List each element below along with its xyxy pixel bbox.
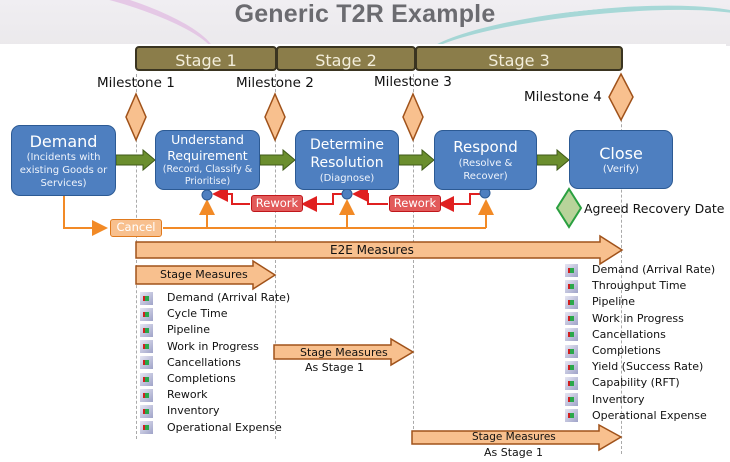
list-item: Demand (Arrival Rate) bbox=[565, 262, 715, 278]
header-background bbox=[0, 0, 730, 97]
e2e-measures-list: Demand (Arrival Rate) Throughput Time Pi… bbox=[565, 262, 715, 424]
measure-bullet-icon bbox=[565, 409, 578, 423]
cancel-label: Cancel bbox=[110, 219, 162, 237]
stage-2-measures-arrow bbox=[273, 337, 415, 367]
list-item: Inventory bbox=[565, 392, 715, 408]
page-title: Generic T2R Example bbox=[234, 0, 496, 28]
measure-bullet-icon bbox=[565, 360, 578, 374]
list-item: Work in Progress bbox=[140, 339, 290, 355]
measure-bullet-icon bbox=[565, 328, 578, 342]
measure-bullet-icon bbox=[140, 421, 153, 435]
measure-bullet-icon bbox=[565, 312, 578, 326]
agreed-recovery-diamond bbox=[555, 187, 583, 229]
list-item: Pipeline bbox=[140, 322, 290, 338]
rework-label: Rework bbox=[389, 195, 441, 212]
list-item: Rework bbox=[140, 387, 290, 403]
measure-bullet-icon bbox=[140, 291, 153, 305]
step-title: Determine Resolution bbox=[309, 136, 385, 171]
stage-2-measures-note: As Stage 1 bbox=[305, 361, 365, 374]
step-title: Understand Requirement bbox=[167, 132, 248, 163]
connector-dot bbox=[201, 189, 213, 201]
list-item: Work in Progress bbox=[565, 311, 715, 327]
list-item: Completions bbox=[565, 343, 715, 359]
list-item: Inventory bbox=[140, 403, 290, 419]
measure-bullet-icon bbox=[140, 340, 153, 354]
stage-3-header: Stage 3 bbox=[415, 46, 623, 71]
flow-arrow bbox=[536, 148, 570, 172]
list-item: Pipeline bbox=[565, 294, 715, 310]
list-item: Yield (Success Rate) bbox=[565, 359, 715, 375]
step-subtitle: (Resolve & Recover) bbox=[458, 157, 513, 182]
stage-3-measures-label: Stage Measures bbox=[472, 431, 556, 443]
step-title: Demand bbox=[29, 131, 98, 151]
flow-arrow bbox=[115, 148, 156, 172]
milestone-3-diamond bbox=[402, 92, 424, 142]
list-item: Capability (RFT) bbox=[565, 375, 715, 391]
milestone-guide-line bbox=[621, 74, 622, 454]
list-item: Operational Expense bbox=[565, 408, 715, 424]
measure-bullet-icon bbox=[140, 372, 153, 386]
milestone-1-label: Milestone 1 bbox=[97, 75, 175, 91]
e2e-measures-arrow bbox=[135, 234, 624, 266]
step-subtitle: (Record, Classify & Prioritise) bbox=[162, 164, 253, 187]
agreed-recovery-date-label: Agreed Recovery Date bbox=[584, 201, 725, 216]
step-title: Respond bbox=[453, 137, 518, 156]
measure-bullet-icon bbox=[140, 388, 153, 402]
rework-connector bbox=[438, 193, 485, 212]
list-item: Throughput Time bbox=[565, 278, 715, 294]
process-step-understand-requirement[interactable]: Understand Requirement (Record, Classify… bbox=[155, 130, 260, 190]
milestone-4-diamond bbox=[608, 72, 634, 122]
measure-bullet-icon bbox=[140, 323, 153, 337]
measure-bullet-icon bbox=[565, 279, 578, 293]
measure-bullet-icon bbox=[140, 356, 153, 370]
rework-label: Rework bbox=[251, 195, 303, 212]
milestone-1-diamond bbox=[125, 92, 147, 142]
process-step-close[interactable]: Close (Verify) bbox=[569, 130, 673, 189]
rework-connector bbox=[301, 193, 348, 212]
measure-bullet-icon bbox=[140, 307, 153, 321]
rework-connector bbox=[352, 186, 388, 205]
measure-bullet-icon bbox=[565, 263, 578, 277]
e2e-measures-label: E2E Measures bbox=[330, 243, 414, 257]
stage-1-measures-arrow bbox=[135, 259, 277, 291]
flow-arrow bbox=[259, 148, 296, 172]
connector-dot bbox=[341, 188, 353, 200]
list-item: Demand (Arrival Rate) bbox=[140, 290, 290, 306]
milestone-3-label: Milestone 3 bbox=[374, 74, 452, 90]
measure-bullet-icon bbox=[565, 393, 578, 407]
stage-2-measures-label: Stage Measures bbox=[300, 346, 388, 359]
list-item: Operational Expense bbox=[140, 420, 290, 436]
step-title: Close bbox=[599, 143, 643, 163]
step-subtitle: (Diagnose) bbox=[319, 172, 375, 184]
list-item: Cancellations bbox=[565, 327, 715, 343]
milestone-2-label: Milestone 2 bbox=[236, 75, 314, 91]
measure-bullet-icon bbox=[140, 404, 153, 418]
stage-2-header: Stage 2 bbox=[276, 46, 416, 71]
process-step-respond[interactable]: Respond (Resolve & Recover) bbox=[434, 130, 537, 190]
list-item: Completions bbox=[140, 371, 290, 387]
measure-bullet-icon bbox=[565, 344, 578, 358]
process-step-demand[interactable]: Demand (Incidents with existing Goods or… bbox=[11, 125, 116, 196]
step-subtitle: (Incidents with existing Goods or Servic… bbox=[19, 151, 108, 189]
rework-connector bbox=[212, 186, 250, 205]
list-item: Cycle Time bbox=[140, 306, 290, 322]
stage-3-measures-note: As Stage 1 bbox=[484, 446, 544, 459]
milestone-2-diamond bbox=[264, 92, 286, 142]
measure-bullet-icon bbox=[565, 376, 578, 390]
flow-arrow bbox=[398, 148, 435, 172]
list-item: Cancellations bbox=[140, 355, 290, 371]
stage-1-measures-label: Stage Measures bbox=[160, 268, 248, 281]
step-subtitle: (Verify) bbox=[602, 163, 640, 175]
measure-bullet-icon bbox=[565, 295, 578, 309]
stage-3-measures-arrow bbox=[411, 423, 623, 452]
process-step-determine-resolution[interactable]: Determine Resolution (Diagnose) bbox=[295, 130, 399, 190]
milestone-4-label: Milestone 4 bbox=[524, 89, 602, 105]
stage-1-measures-list: Demand (Arrival Rate) Cycle Time Pipelin… bbox=[140, 290, 290, 436]
cancel-connector bbox=[63, 195, 108, 236]
